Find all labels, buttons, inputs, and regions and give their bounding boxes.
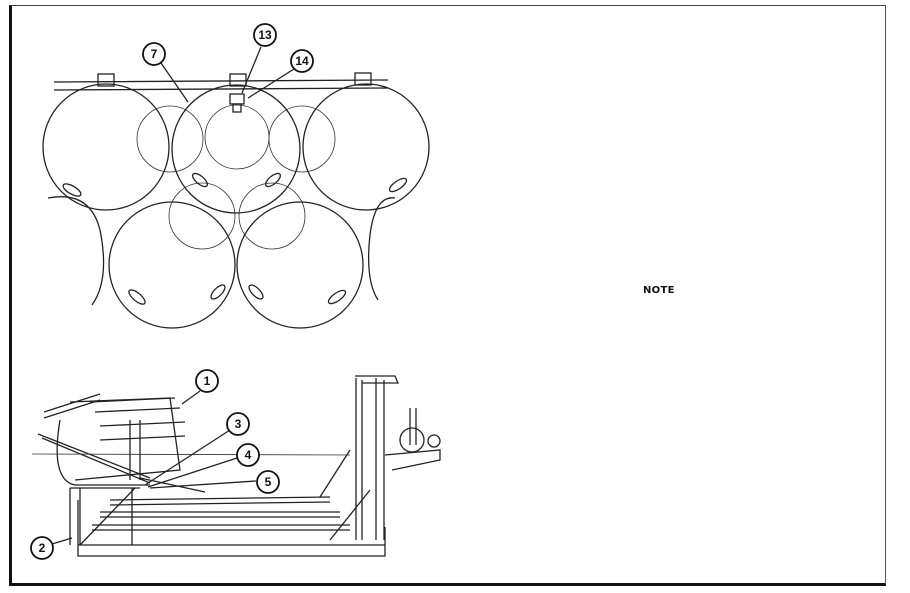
- svg-text:13: 13: [258, 28, 272, 42]
- svg-text:5: 5: [265, 475, 272, 489]
- svg-text:2: 2: [39, 541, 46, 555]
- callout-13: 13: [253, 23, 277, 47]
- side-view-rack: [31, 375, 441, 557]
- callout-2: 2: [30, 536, 54, 560]
- top-view-drums: [42, 72, 430, 329]
- leader-lines: [51, 46, 295, 545]
- callout-7: 7: [142, 42, 166, 66]
- drum: [171, 84, 301, 214]
- callout-14: 14: [290, 49, 314, 73]
- drum: [42, 83, 170, 211]
- svg-text:14: 14: [295, 54, 309, 68]
- drum: [236, 201, 364, 329]
- clamp: [97, 73, 115, 87]
- callout-1: 1: [195, 369, 219, 393]
- callout-3: 3: [226, 412, 250, 436]
- callout-5: 5: [256, 470, 280, 494]
- svg-text:4: 4: [245, 448, 252, 462]
- valve: [229, 93, 245, 105]
- svg-text:7: 7: [151, 47, 158, 61]
- svg-text:3: 3: [235, 417, 242, 431]
- clamp: [229, 73, 247, 87]
- drum: [302, 83, 430, 211]
- page-frame: [9, 5, 886, 586]
- callout-4: 4: [236, 443, 260, 467]
- clamp: [354, 72, 372, 86]
- note-heading: NOTE: [643, 285, 675, 296]
- svg-text:1: 1: [204, 374, 211, 388]
- drum: [108, 201, 236, 329]
